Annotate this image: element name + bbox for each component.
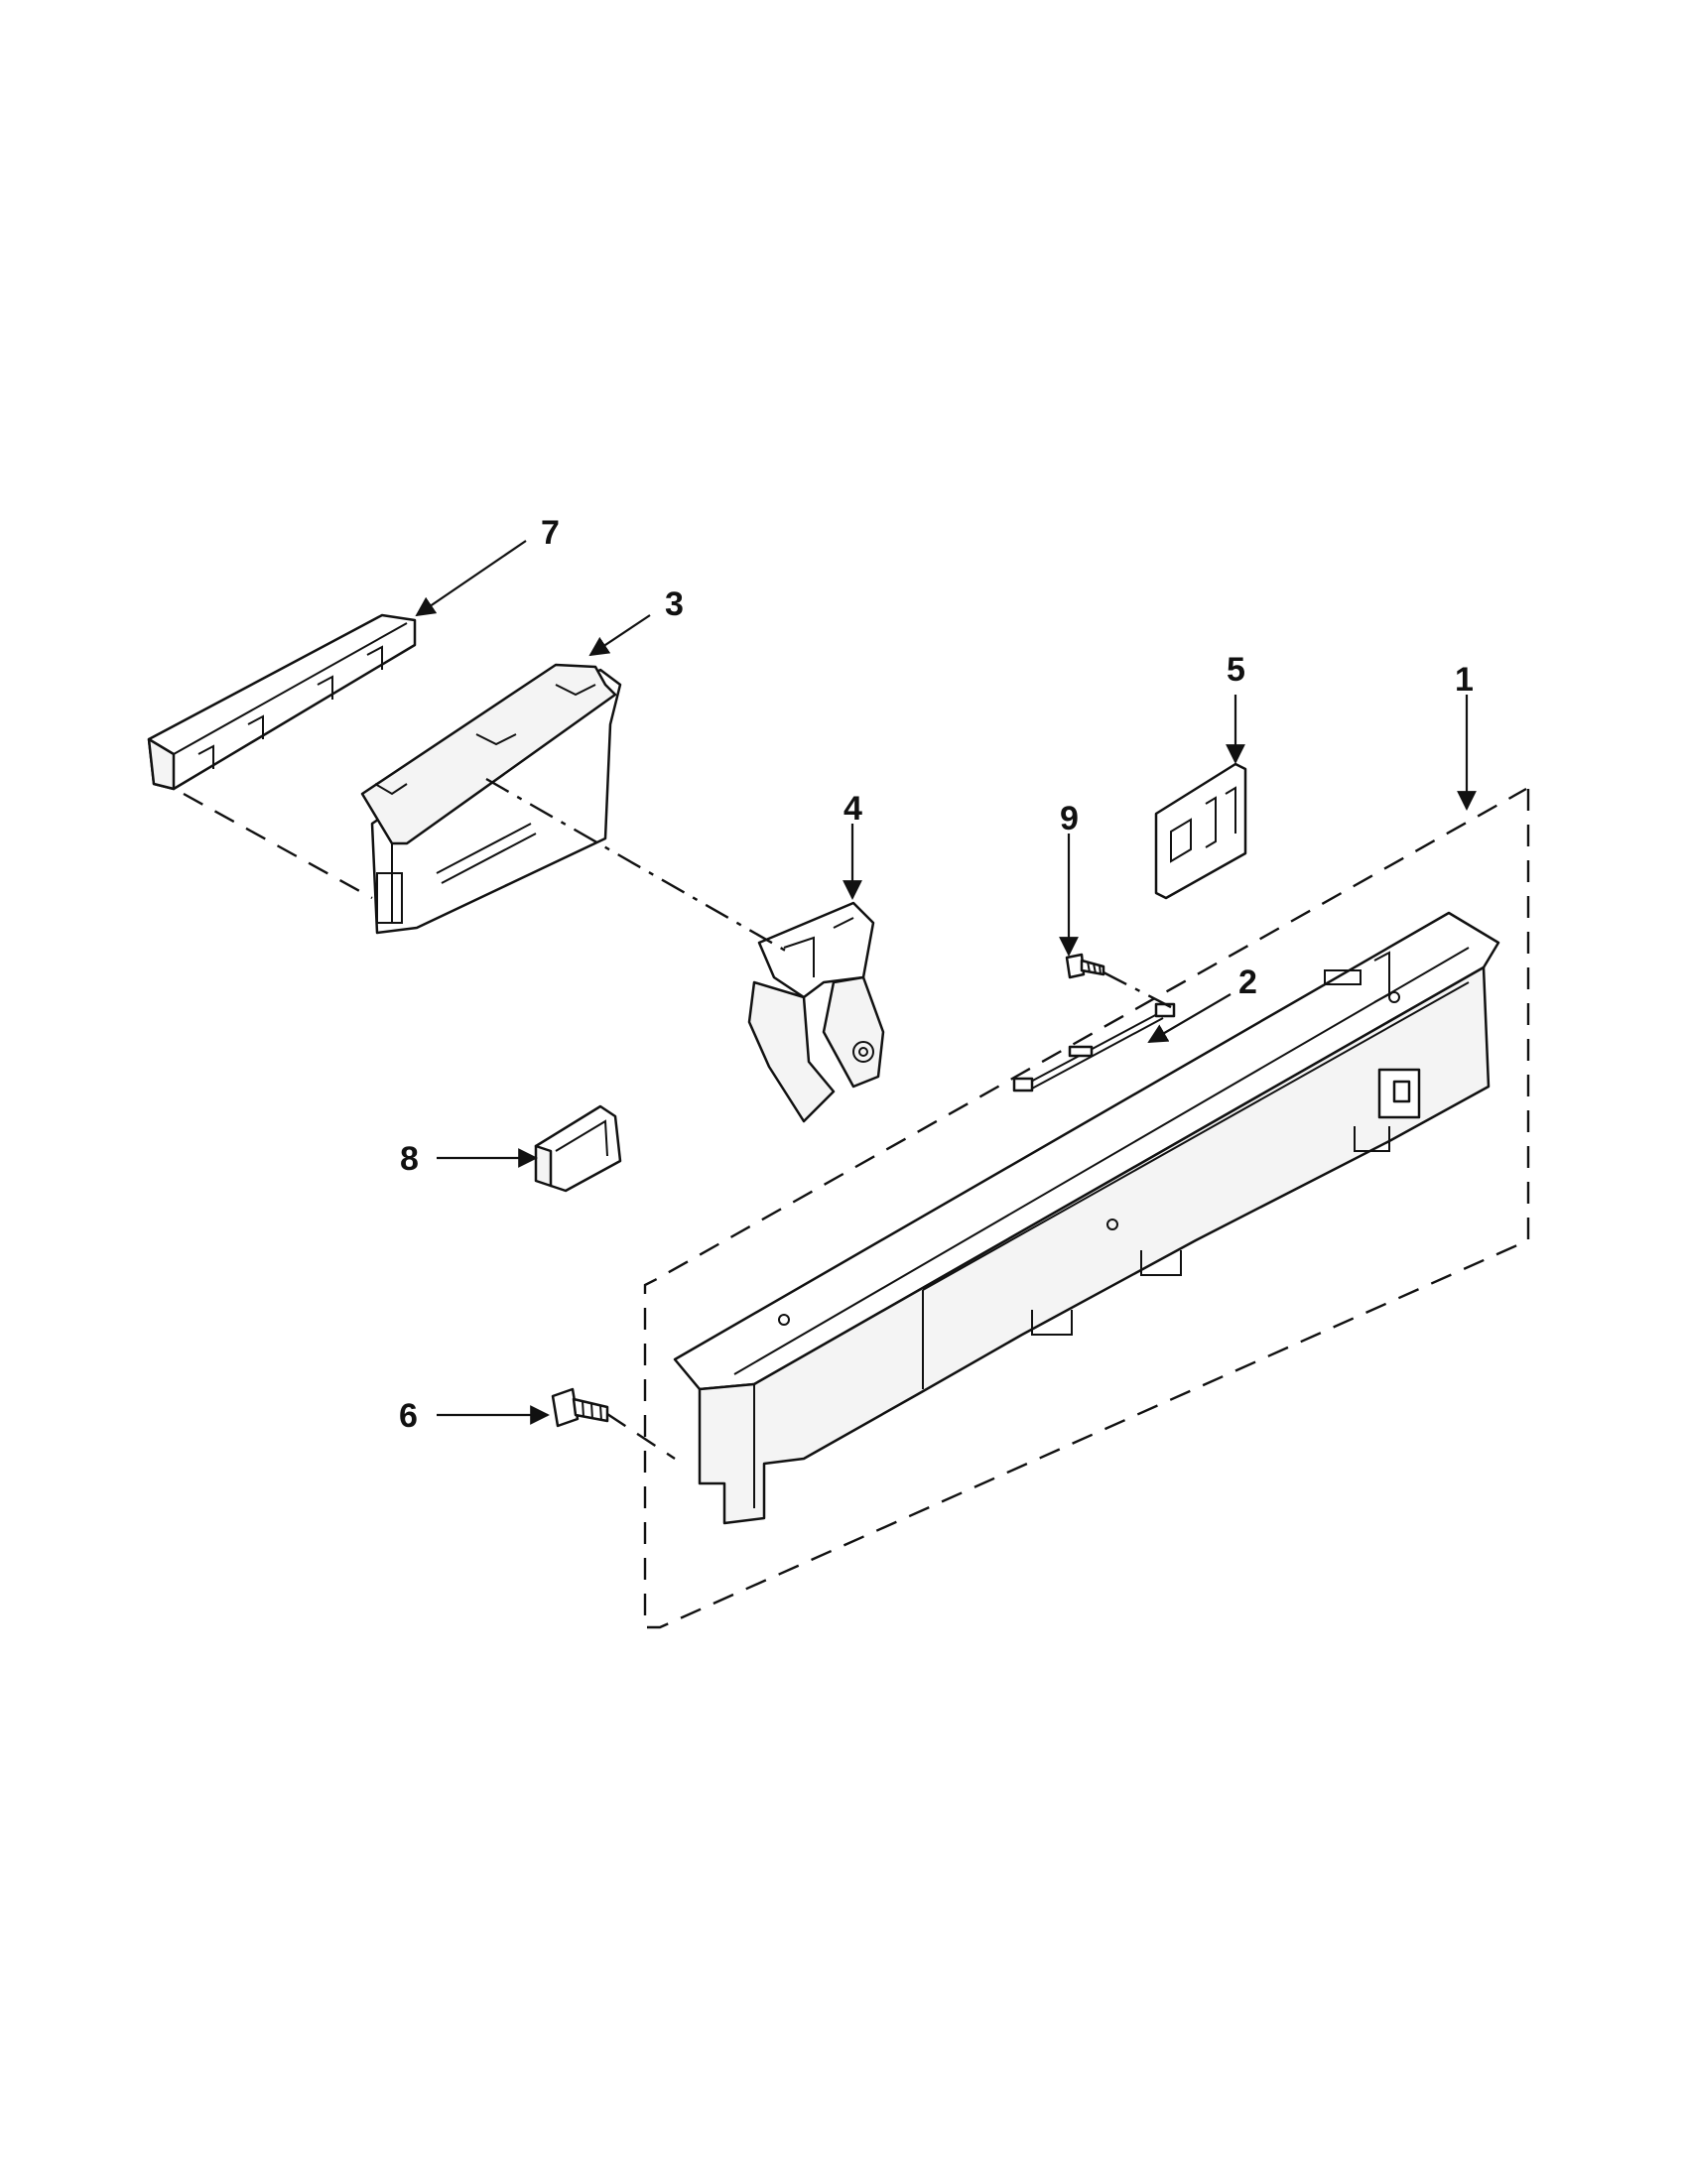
callout-6: 6 bbox=[399, 1397, 418, 1435]
callout-2: 2 bbox=[1238, 964, 1257, 1001]
callout-3: 3 bbox=[665, 585, 684, 623]
callout-1: 1 bbox=[1455, 661, 1474, 699]
callout-8: 8 bbox=[400, 1140, 419, 1178]
part-9-screw bbox=[1065, 953, 1105, 979]
part-6-screw bbox=[551, 1387, 609, 1428]
alignment-lines bbox=[183, 777, 1172, 1461]
callout-labels: 1 2 3 4 5 6 7 8 9 bbox=[399, 514, 1474, 1435]
callout-7: 7 bbox=[541, 514, 560, 552]
callout-4: 4 bbox=[844, 790, 862, 828]
part-1-console bbox=[673, 911, 1500, 1525]
part-5-clip bbox=[1154, 762, 1247, 900]
part-7-bracket bbox=[147, 613, 417, 791]
part-3-control-board bbox=[360, 663, 622, 935]
assembly-boundary bbox=[643, 787, 1530, 1629]
leader-lines bbox=[415, 540, 1477, 1425]
callout-5: 5 bbox=[1227, 651, 1245, 689]
part-4-latch bbox=[747, 901, 885, 1123]
part-2-wire-harness bbox=[1012, 1002, 1176, 1092]
part-8-clip bbox=[534, 1104, 622, 1193]
callout-9: 9 bbox=[1060, 800, 1079, 837]
